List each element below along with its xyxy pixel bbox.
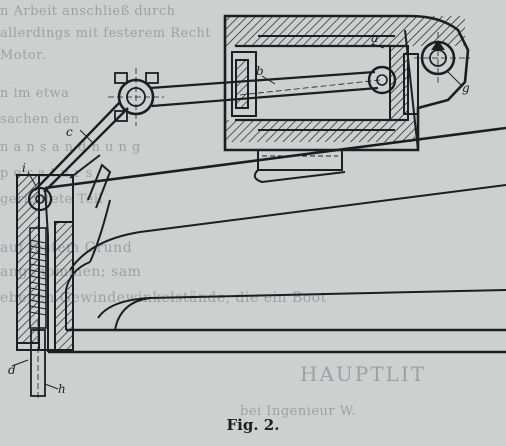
- base-frame: [44, 126, 506, 354]
- bleed-line: Motor.: [0, 48, 47, 63]
- piston-rod-b: [149, 70, 381, 108]
- end-cap: [414, 32, 470, 87]
- mounting-foot: [253, 149, 346, 184]
- label-i: i: [22, 161, 26, 175]
- label-b: b: [256, 64, 264, 78]
- lower-pivot: [27, 186, 53, 212]
- bleed-line: n im etwa: [0, 86, 70, 101]
- bleed-line: n a n s a n d n u n g: [0, 140, 141, 155]
- bleed-line: HAUPTLIT: [300, 362, 427, 386]
- link-rod-c: [34, 101, 129, 209]
- label-g: g: [462, 81, 470, 95]
- label-a: a: [371, 31, 378, 45]
- cylinder-housing: [223, 14, 470, 152]
- bleed-line: bei Ingenieur W.: [240, 404, 356, 419]
- bleed-line: allerdings mit festerem Recht: [0, 26, 212, 41]
- leader-lines: [11, 43, 385, 367]
- label-d: d: [8, 363, 16, 377]
- bleed-line: n Arbeit anschließ durch: [0, 4, 176, 19]
- figure-caption: Fig. 2.: [226, 416, 280, 434]
- crosshead-joint: [108, 68, 164, 126]
- label-c: c: [66, 125, 73, 139]
- bleed-line: sachen den: [0, 112, 80, 127]
- label-h: h: [58, 382, 66, 396]
- piston-pin: [367, 65, 397, 95]
- adjusting-screw: [29, 227, 59, 400]
